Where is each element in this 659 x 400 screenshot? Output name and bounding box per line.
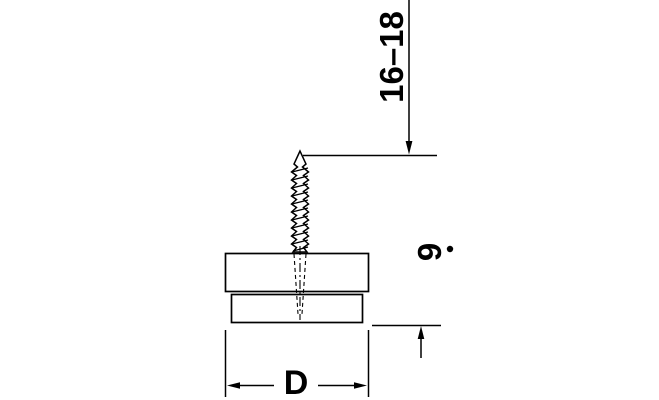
screw-thread-lines bbox=[291, 167, 309, 252]
diameter-label: D bbox=[284, 364, 309, 400]
dim-screw-length: 16–18 bbox=[303, 0, 437, 157]
body-height-top-marker-dot bbox=[446, 245, 454, 253]
screw-length-label: 16–18 bbox=[373, 11, 410, 103]
hidden-screw-line-left bbox=[293, 253, 299, 315]
hidden-screw-line-right bbox=[301, 253, 307, 315]
body-height-arrowhead bbox=[417, 326, 425, 339]
dim-diameter: D bbox=[224, 330, 370, 400]
screw-drawing bbox=[290, 149, 310, 253]
dim-body-height: 9 bbox=[372, 243, 454, 358]
glide-top-outline bbox=[224, 252, 370, 293]
glide-body-drawing bbox=[224, 246, 370, 324]
body-height-label: 9 bbox=[411, 243, 448, 261]
diameter-arrowhead-right bbox=[354, 382, 367, 389]
dim-screw-length-arrowhead bbox=[405, 141, 413, 155]
diameter-arrowhead-left bbox=[227, 382, 240, 389]
